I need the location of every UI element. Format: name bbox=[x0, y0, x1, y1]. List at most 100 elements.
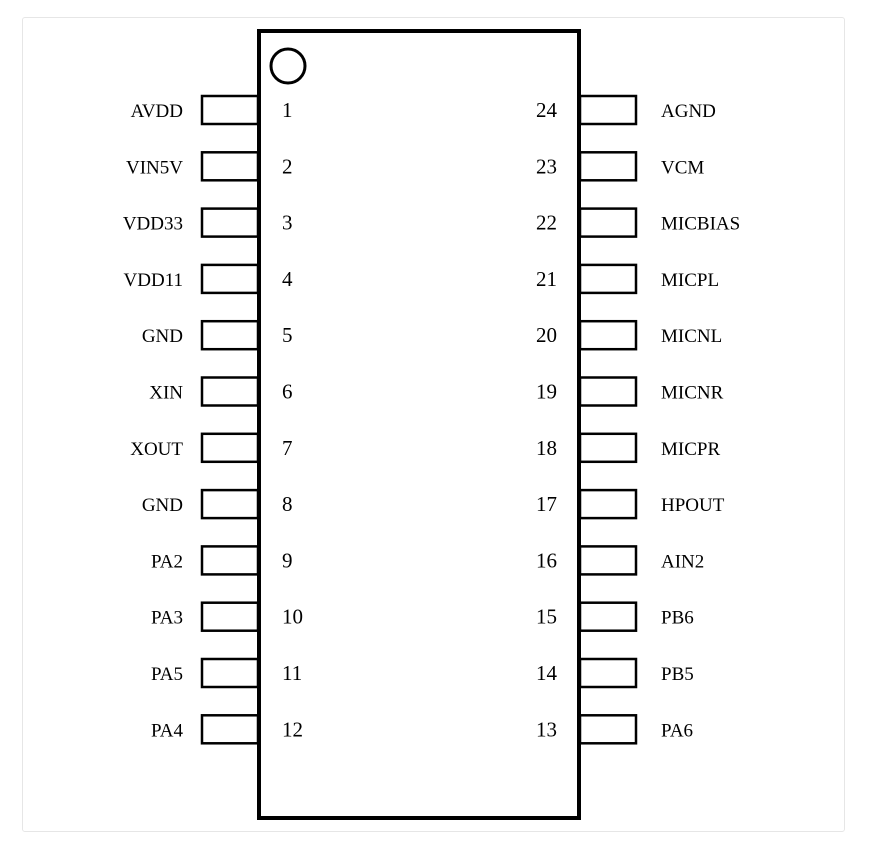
pin-name-label: PA2 bbox=[151, 551, 183, 572]
pin-name-label: HPOUT bbox=[661, 495, 725, 516]
pin-name-label: VIN5V bbox=[126, 157, 183, 178]
pin-name-label: AIN2 bbox=[661, 551, 704, 572]
pin-number-label: 21 bbox=[536, 267, 557, 291]
pin-name-label: VDD33 bbox=[123, 214, 183, 235]
pin-name-label: VDD11 bbox=[124, 270, 183, 291]
pin-17: HPOUT 17 bbox=[536, 488, 725, 520]
pin-3: VDD33 3 bbox=[123, 207, 293, 238]
pin-19: MICNR 19 bbox=[536, 376, 724, 407]
pin-22: MICBIAS 22 bbox=[536, 207, 740, 238]
pin-lead bbox=[578, 319, 638, 351]
pin-number-label: 3 bbox=[282, 211, 293, 235]
pin-lead bbox=[200, 151, 260, 182]
pin-23: VCM 23 bbox=[536, 151, 704, 182]
pin-number-label: 20 bbox=[536, 323, 557, 347]
pin-name-label: AVDD bbox=[131, 101, 183, 122]
pin-number-label: 1 bbox=[282, 98, 293, 122]
pin-lead bbox=[578, 714, 638, 745]
pin-15: PB6 15 bbox=[536, 601, 694, 632]
pin-lead bbox=[578, 151, 638, 182]
pin-name-label: XIN bbox=[149, 383, 183, 404]
pin-7: XOUT 7 bbox=[130, 432, 293, 464]
pin-lead bbox=[200, 714, 260, 745]
pin-lead bbox=[578, 545, 638, 576]
pin-11: PA5 11 bbox=[151, 657, 302, 689]
pin-21: MICPL 21 bbox=[536, 263, 719, 295]
pin-lead bbox=[200, 488, 260, 520]
pin-name-label: PA6 bbox=[661, 720, 693, 741]
pin-lead bbox=[578, 376, 638, 407]
pin-name-label: XOUT bbox=[130, 439, 183, 460]
pin-name-label: PA3 bbox=[151, 608, 183, 629]
pin-6: XIN 6 bbox=[149, 376, 293, 407]
pin-number-label: 9 bbox=[282, 548, 293, 572]
pin-name-label: MICPR bbox=[661, 439, 720, 460]
pin-number-label: 13 bbox=[536, 717, 557, 741]
pin-lead bbox=[200, 432, 260, 464]
pin-number-label: 2 bbox=[282, 154, 293, 178]
pin-number-label: 23 bbox=[536, 154, 557, 178]
pin-number-label: 24 bbox=[536, 98, 558, 122]
pin-lead bbox=[578, 207, 638, 238]
pin-number-label: 19 bbox=[536, 380, 557, 404]
pin-lead bbox=[578, 432, 638, 464]
pin-name-label: PA4 bbox=[151, 720, 184, 741]
pin-number-label: 18 bbox=[536, 436, 557, 460]
pin-lead bbox=[200, 319, 260, 351]
pin-8: GND 8 bbox=[142, 488, 293, 520]
pin-16: AIN2 16 bbox=[536, 545, 704, 576]
pin-lead bbox=[200, 545, 260, 576]
pin-5: GND 5 bbox=[142, 319, 293, 351]
pin-12: PA4 12 bbox=[151, 714, 303, 745]
pin-lead bbox=[578, 601, 638, 632]
pin-number-label: 22 bbox=[536, 211, 557, 235]
pin-name-label: PA5 bbox=[151, 664, 183, 685]
pin-18: MICPR 18 bbox=[536, 432, 720, 464]
pin-lead bbox=[200, 94, 260, 126]
pin-name-label: MICBIAS bbox=[661, 214, 740, 235]
pin-name-label: GND bbox=[142, 326, 183, 347]
pin-lead bbox=[578, 94, 638, 126]
pin-lead bbox=[200, 376, 260, 407]
pin-name-label: MICNL bbox=[661, 326, 722, 347]
pin-name-label: PB6 bbox=[661, 608, 694, 629]
pin-number-label: 6 bbox=[282, 380, 293, 404]
pin-number-label: 15 bbox=[536, 605, 557, 629]
pin-name-label: MICNR bbox=[661, 383, 724, 404]
pin-number-label: 4 bbox=[282, 267, 293, 291]
pin-9: PA2 9 bbox=[151, 545, 293, 576]
pin-lead bbox=[200, 657, 260, 689]
pin-name-label: VCM bbox=[661, 157, 704, 178]
pin-number-label: 8 bbox=[282, 492, 293, 516]
pin-24: AGND 24 bbox=[536, 94, 716, 126]
pin-lead bbox=[578, 657, 638, 689]
pin-1: AVDD 1 bbox=[131, 94, 293, 126]
pin-lead bbox=[200, 263, 260, 295]
pin-number-label: 10 bbox=[282, 605, 303, 629]
pin-number-label: 7 bbox=[282, 436, 293, 460]
pin-lead bbox=[200, 601, 260, 632]
pin-13: PA6 13 bbox=[536, 714, 693, 745]
pin-4: VDD11 4 bbox=[124, 263, 293, 295]
pin-number-label: 5 bbox=[282, 323, 293, 347]
pin-number-label: 12 bbox=[282, 717, 303, 741]
pin-name-label: PB5 bbox=[661, 664, 694, 685]
pin-name-label: MICPL bbox=[661, 270, 719, 291]
pin-20: MICNL 20 bbox=[536, 319, 722, 351]
pin-name-label: GND bbox=[142, 495, 183, 516]
pin-name-label: AGND bbox=[661, 101, 716, 122]
pin-2: VIN5V 2 bbox=[126, 151, 293, 182]
chip-body bbox=[257, 29, 581, 820]
pin-lead bbox=[578, 263, 638, 295]
pin-lead bbox=[578, 488, 638, 520]
pin-lead bbox=[200, 207, 260, 238]
pin1-orientation-mark bbox=[269, 47, 307, 85]
pin-10: PA3 10 bbox=[151, 601, 303, 632]
pin-number-label: 16 bbox=[536, 548, 557, 572]
pin-number-label: 14 bbox=[536, 661, 558, 685]
pin-number-label: 11 bbox=[282, 661, 302, 685]
pin-number-label: 17 bbox=[536, 492, 557, 516]
